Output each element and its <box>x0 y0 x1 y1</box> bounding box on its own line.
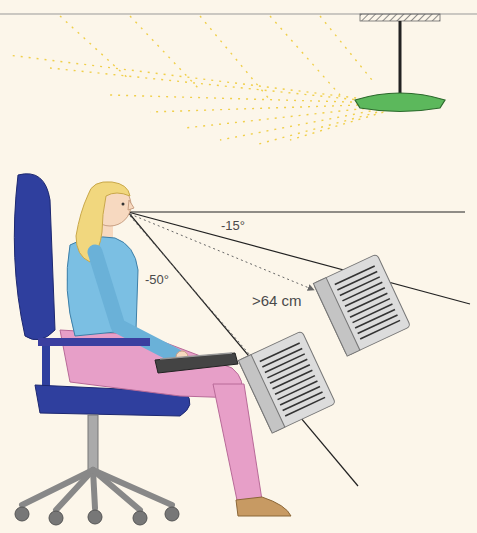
lamp-shade <box>355 93 445 112</box>
angle-line <box>128 212 470 304</box>
seated-person <box>38 182 291 516</box>
distance-label: >64 cm <box>250 292 304 309</box>
lamp-stem <box>399 21 402 94</box>
monitor <box>238 331 335 433</box>
angle-label: -15° <box>219 219 247 234</box>
monitor <box>313 254 410 356</box>
viewing-arrow <box>130 214 314 290</box>
viewing-arrow <box>130 216 256 362</box>
light-rays <box>8 16 414 145</box>
ceiling-mount <box>360 14 440 21</box>
angle-label: -50° <box>143 273 171 288</box>
horizontal-line <box>128 211 465 212</box>
